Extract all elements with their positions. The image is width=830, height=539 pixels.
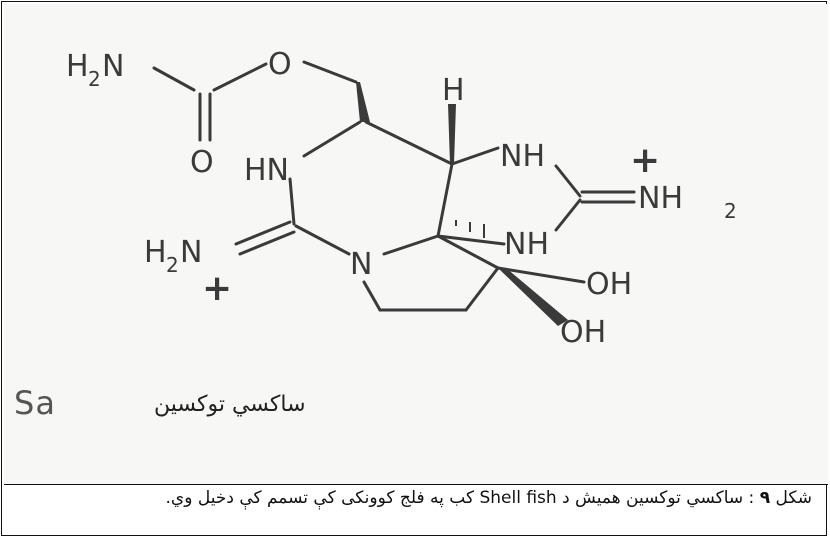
caption-text: : ساکسي توکسين هميش د Shell fish کب په ف… bbox=[165, 488, 755, 508]
wedge-bonds bbox=[356, 82, 568, 326]
atom-h2n-left-h: H bbox=[66, 49, 89, 84]
atom-h2n-left-sub: 2 bbox=[88, 67, 101, 91]
atom-oh-bottom: OH bbox=[560, 315, 606, 350]
atom-n-ring: N bbox=[350, 247, 372, 282]
charge-plus-left: + bbox=[202, 268, 232, 309]
figure-caption: شکل ۹ : ساکسي توکسين هميش د Shell fish ک… bbox=[166, 488, 812, 508]
caption-number: ۹ bbox=[759, 488, 771, 508]
atom-oh-right: OH bbox=[586, 267, 632, 302]
atom-o-ester: O bbox=[268, 47, 292, 82]
figure-label-pashto: ساکسي توکسين bbox=[154, 392, 306, 417]
caption-prefix: شکل bbox=[775, 488, 812, 508]
atom-nh2-right-sub: 2 bbox=[724, 199, 737, 223]
atom-h2n-bottom-n: N bbox=[180, 235, 202, 270]
figure-area: H 2 N O O H NH HN + NH 2 H 2 N + N NH OH… bbox=[4, 4, 828, 485]
figure-label-latin: Sa bbox=[14, 384, 56, 422]
atom-nh-upper: NH bbox=[500, 139, 545, 174]
atom-nh2-right-n: NH bbox=[638, 181, 683, 216]
hashed-bond bbox=[455, 220, 485, 238]
atom-o-carbonyl: O bbox=[190, 145, 214, 180]
atom-nh-lower: NH bbox=[504, 227, 549, 262]
atom-h2n-bottom-h: H bbox=[144, 235, 167, 270]
atom-h-top: H bbox=[442, 73, 465, 108]
saxitoxin-structure: H 2 N O O H NH HN + NH 2 H 2 N + N NH OH… bbox=[66, 47, 737, 350]
atom-h2n-bottom-sub: 2 bbox=[166, 253, 179, 277]
atom-hn-left: HN bbox=[244, 153, 289, 188]
atom-h2n-left-n: N bbox=[102, 49, 124, 84]
charge-plus-right: + bbox=[630, 140, 660, 181]
bonds bbox=[152, 60, 636, 312]
